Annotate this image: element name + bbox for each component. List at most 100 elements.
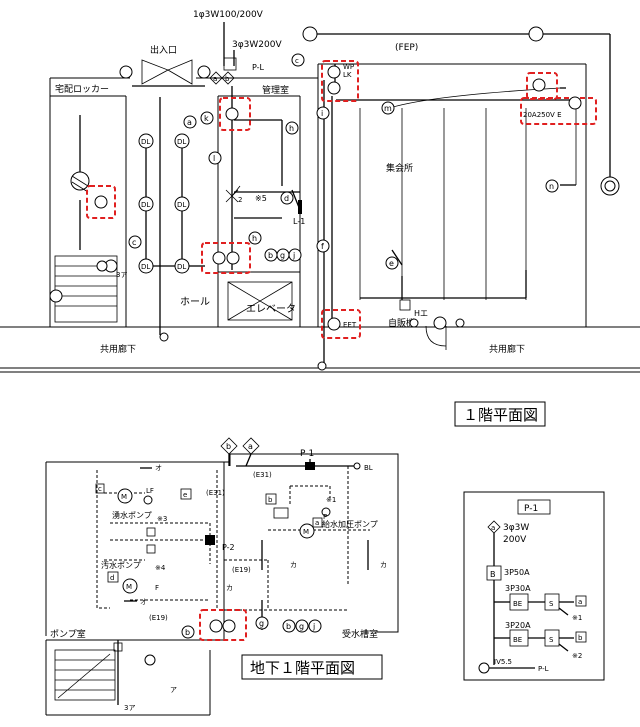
e19-a-label: (E19) xyxy=(232,566,251,574)
he-label: Hエ xyxy=(414,309,428,318)
panel-title: P-1 xyxy=(524,504,538,514)
dl-lamp-4: DL xyxy=(177,138,186,146)
panel-supply-mark: a xyxy=(491,524,495,532)
corridor-left-label: 共用廊下 xyxy=(100,343,136,355)
panel-out-a: a xyxy=(578,598,582,606)
fep-label: (FEP) xyxy=(395,43,418,53)
marker-a-top: a xyxy=(213,75,217,83)
panel-s-1: S xyxy=(549,600,554,608)
dl-lamp-6: DL xyxy=(177,263,186,271)
note1-b1: ※1 xyxy=(326,496,336,504)
p2-label: P-2 xyxy=(222,543,235,552)
panel-main-breaker: 3P50A xyxy=(504,568,530,577)
num2-a: 2 xyxy=(238,196,242,204)
highlight-wp-lk xyxy=(321,60,359,102)
dl-lamp-5: DL xyxy=(177,201,186,209)
panel-note2: ※2 xyxy=(572,652,582,660)
panel-br1: 3P30A xyxy=(505,584,531,593)
a3-mark-b1: 3ア xyxy=(124,704,135,712)
e31-b-label: (E31) xyxy=(206,489,225,497)
m-spring: M xyxy=(121,493,127,501)
svg-text:c: c xyxy=(132,238,136,247)
a-mark-b1: ア xyxy=(170,686,177,694)
panel-spec-2: 200V xyxy=(503,535,527,545)
svg-text:j: j xyxy=(312,622,315,631)
svg-text:b: b xyxy=(185,628,190,637)
pl-label-1f: P-L xyxy=(252,63,265,72)
pump-room-label: ポンプ室 xyxy=(50,628,86,640)
b1-marker-a: a xyxy=(248,442,253,451)
eet-label: EET xyxy=(343,321,357,329)
svg-text:g: g xyxy=(259,619,264,628)
note4-label: ※4 xyxy=(155,564,166,572)
l1-label: L-1 xyxy=(293,217,305,226)
svg-text:b: b xyxy=(286,622,291,631)
svg-text:f: f xyxy=(321,242,324,251)
box-e: e xyxy=(183,491,187,499)
highlight-mgmt-outlet xyxy=(219,97,251,131)
f-label: F xyxy=(155,584,159,592)
booster-pump-label: 給水加圧ポンプ xyxy=(322,519,378,529)
panel-be-2: BE xyxy=(513,636,522,644)
panel-note1: ※1 xyxy=(572,614,582,622)
power-3p-label: 3φ3W200V xyxy=(232,40,282,50)
entrance-label: 出入口 xyxy=(150,44,177,56)
receiving-tank-room-label: 受水槽室 xyxy=(342,628,378,640)
title-1f: １階平面図 xyxy=(463,406,538,424)
box-c: c xyxy=(98,485,102,493)
panel-pl: P-L xyxy=(538,665,549,673)
svg-text:n: n xyxy=(549,182,554,191)
svg-text:e: e xyxy=(389,259,394,268)
note5-label: ※5 xyxy=(255,194,267,203)
sewage-pump-label: 汚水ポンプ xyxy=(101,560,141,570)
panel-spec-1: 3φ3W xyxy=(503,523,529,533)
title-b1: 地下１階平面図 xyxy=(250,659,355,677)
panel-out-b: b xyxy=(578,634,583,642)
wp-lk-label: WP xyxy=(343,63,354,71)
svg-text:k: k xyxy=(204,114,209,123)
panel-be-1: BE xyxy=(513,600,522,608)
highlight-hall-outlets xyxy=(201,242,251,274)
bl-label: BL xyxy=(364,464,373,472)
svg-text:l: l xyxy=(213,154,215,163)
e31-a-label: (E31) xyxy=(253,471,272,479)
letter-markers-1f: a k l h d h b g j i f e m n c xyxy=(128,101,559,270)
outlet-spec-label: 20A250V E xyxy=(523,111,562,119)
highlight-locker-outlet xyxy=(86,185,116,219)
b1-marker-b: b xyxy=(226,442,231,451)
a3-mark: 3ア xyxy=(116,271,127,279)
p-label: P xyxy=(323,513,327,521)
svg-text:i: i xyxy=(321,109,323,118)
panel-b: B xyxy=(490,570,496,579)
svg-text:g: g xyxy=(280,251,285,260)
panel-s-2: S xyxy=(549,636,554,644)
svg-text:d: d xyxy=(284,194,289,203)
ka-2: カ xyxy=(380,561,387,569)
elevator-label: エレベータ xyxy=(246,303,296,315)
p1-label: P-1 xyxy=(300,449,314,459)
svg-text:LK: LK xyxy=(343,71,352,79)
m-sewage: M xyxy=(126,583,132,591)
dl-lamp-1: DL xyxy=(141,138,150,146)
box-b: b xyxy=(268,496,273,504)
m-booster: M xyxy=(303,528,309,536)
panel-ground: IV5.5 xyxy=(494,658,512,666)
highlight-b1-outlets xyxy=(199,609,247,641)
vending-label: 自販機 xyxy=(388,317,415,329)
svg-text:b: b xyxy=(268,251,273,260)
panel-p1-frame xyxy=(463,491,605,681)
svg-text:g: g xyxy=(299,622,304,631)
marker-b-top: b xyxy=(225,75,230,83)
ka-1: カ xyxy=(290,561,297,569)
lf-label: LF xyxy=(146,487,154,495)
o-2: オ xyxy=(140,598,147,606)
svg-text:a: a xyxy=(187,118,192,127)
ka-3: カ xyxy=(226,584,233,592)
hall-label: ホール xyxy=(180,296,210,308)
svg-text:h: h xyxy=(289,124,294,133)
highlight-eet-outlet xyxy=(321,309,361,339)
management-room-label: 管理室 xyxy=(262,84,289,96)
o-1: オ xyxy=(155,464,162,472)
